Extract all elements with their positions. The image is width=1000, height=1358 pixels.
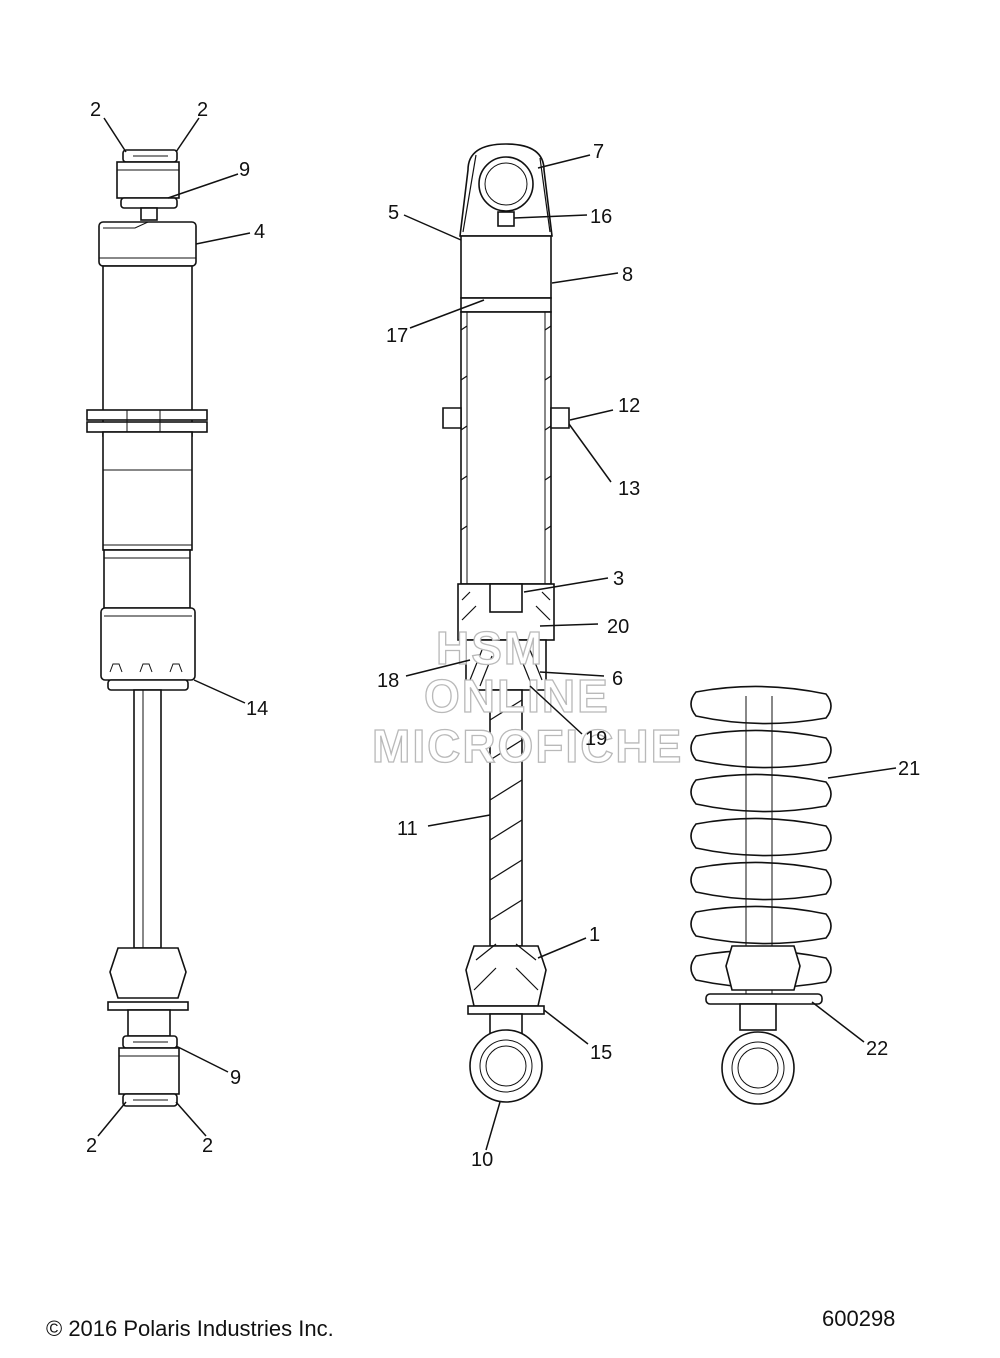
callout-6: 6 [612, 668, 623, 690]
watermark-line1: HSM [436, 622, 544, 674]
watermark-line3: MICROFICHE [372, 720, 683, 772]
callout-12: 12 [618, 395, 640, 417]
callout-3: 3 [613, 568, 624, 590]
callout-2-top-right: 2 [197, 99, 208, 121]
coil-spring [690, 685, 832, 1105]
copyright-notice: © 2016 Polaris Industries Inc. [46, 1316, 334, 1341]
watermark: HSM ONLINE MICROFICHE [371, 621, 683, 772]
callout-20: 20 [607, 616, 629, 638]
assembled-shock [86, 149, 208, 1107]
drawing-number: 600298 [822, 1306, 896, 1331]
callout-9-top: 9 [239, 159, 250, 181]
callout-13: 13 [618, 478, 640, 500]
leader-lines [97, 117, 897, 1151]
callout-2-bottom-right: 2 [202, 1135, 213, 1157]
callout-17: 17 [386, 325, 408, 347]
sectioned-shock [442, 143, 570, 1103]
callout-2-top-left: 2 [90, 99, 101, 121]
callout-10: 10 [471, 1149, 493, 1171]
callout-labels: 2 2 9 4 14 9 2 2 7 5 16 17 8 12 13 3 20 … [86, 99, 920, 1171]
callout-1: 1 [589, 924, 600, 946]
callout-14: 14 [246, 698, 268, 720]
callout-9-bottom: 9 [230, 1067, 241, 1089]
callout-16: 16 [590, 206, 612, 228]
callout-7: 7 [593, 141, 604, 163]
callout-19: 19 [585, 728, 607, 750]
callout-11: 11 [397, 818, 418, 840]
callout-8: 8 [622, 264, 633, 286]
callout-21: 21 [898, 758, 920, 780]
callout-2-bottom-left: 2 [86, 1135, 97, 1157]
callout-18: 18 [377, 670, 399, 692]
callout-15: 15 [590, 1042, 612, 1064]
callout-4: 4 [254, 221, 265, 243]
watermark-line2: ONLINE [424, 670, 610, 722]
callout-22: 22 [866, 1038, 888, 1060]
callout-5: 5 [388, 202, 399, 224]
